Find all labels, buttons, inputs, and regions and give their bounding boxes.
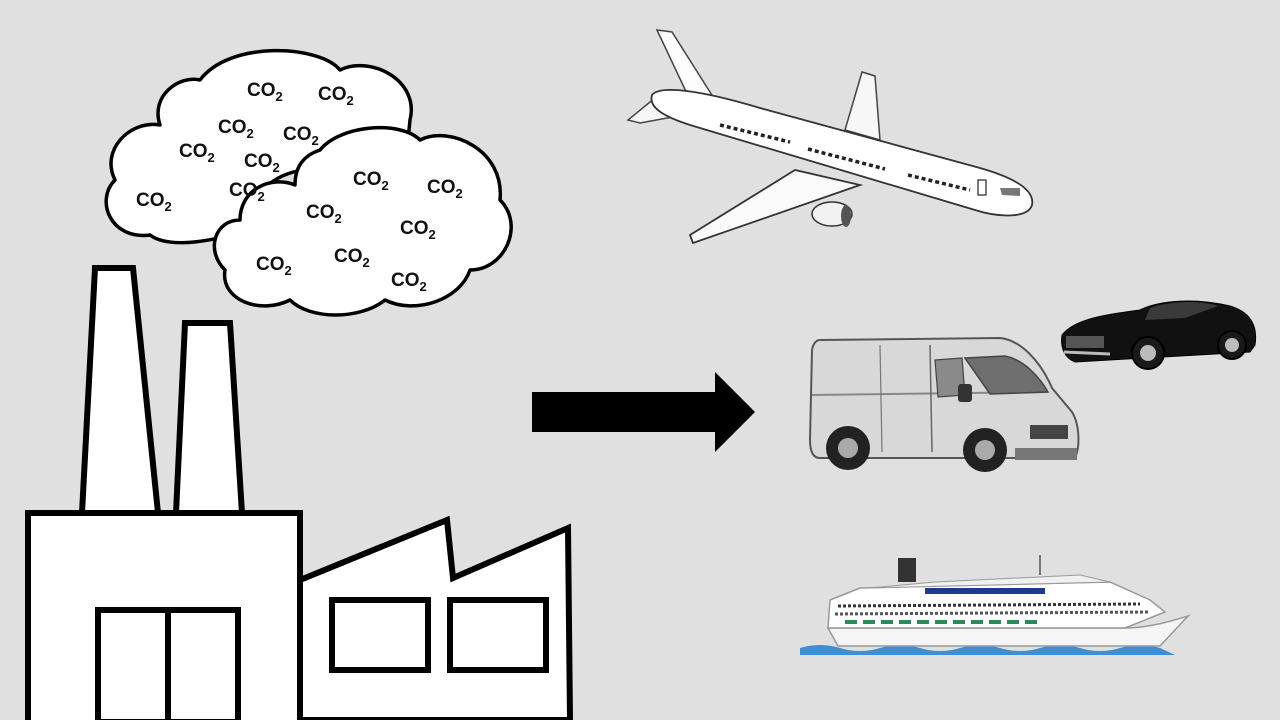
smoke-cloud-icon [104,48,513,317]
chimney-right [172,320,246,516]
van-front-grille [1030,425,1068,439]
co2-label: CO2 [400,218,436,242]
car-bumper [1063,350,1111,356]
ship-window-row1 [837,602,1141,608]
co2-label: CO2 [244,151,280,175]
ship-blue-stripe [925,588,1045,594]
van-slide-line [879,344,883,453]
airplane-fuselage [650,89,1034,217]
car-rear-hub [1225,338,1239,352]
cruise-ship-icon [800,555,1191,655]
van-mirror [958,384,972,402]
co2-label: CO2 [283,124,319,148]
chimney-left [78,265,162,516]
ship-funnel [898,558,916,582]
right-arrow-icon [532,372,755,452]
ship-hull [826,614,1191,647]
cloud-front [212,126,513,317]
ship-water [800,645,1175,655]
factory-window-right [447,597,549,673]
co2-label: CO2 [318,84,354,108]
factory-door-left [95,607,171,720]
co2-label: CO2 [229,180,265,204]
car-icon [1061,300,1257,370]
car-body [1061,300,1257,363]
factory-door-right [165,607,241,720]
van-rear-hub [838,438,858,458]
co2-label: CO2 [179,141,215,165]
ship-upper-deck [869,574,1111,589]
factory-window-left [329,597,431,673]
airplane-near-wing [688,169,864,245]
factory-icon [25,265,574,720]
co2-label: CO2 [218,117,254,141]
car-front-hub [1140,345,1156,361]
co2-label: CO2 [247,80,283,104]
co2-label: CO2 [256,254,292,278]
car-grille [1066,336,1104,348]
airplane-windows-row2 [807,147,886,171]
airplane-far-wing [844,71,881,142]
airplane-engine-intake [841,205,851,227]
co2-label: CO2 [353,169,389,193]
co2-label: CO2 [136,190,172,214]
airplane-windows-row1 [719,123,791,144]
airplane-windows-row3 [907,173,971,192]
van-icon [808,336,1080,472]
co2-label: CO2 [306,202,342,226]
van-windshield [963,355,1050,395]
airplane-cockpit-window [1000,188,1020,196]
co2-label: CO2 [427,177,463,201]
van-front-hub [975,440,995,460]
van-door-line [929,344,933,453]
airplane-door [977,179,987,196]
van-bumper [1015,448,1077,460]
airplane-icon [626,29,1034,245]
car-window [1145,302,1218,320]
co2-label: CO2 [391,270,427,294]
co2-label: CO2 [334,246,370,270]
ship-window-row2 [834,610,1151,616]
